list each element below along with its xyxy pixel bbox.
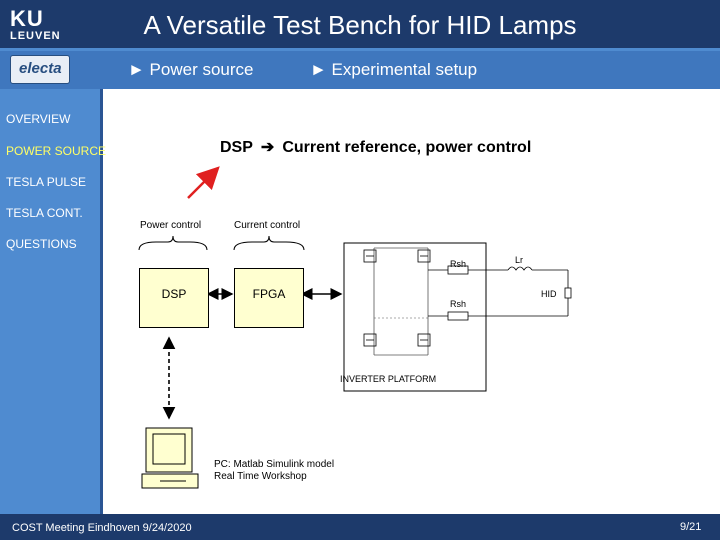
rsh-bottom-label: Rsh (450, 299, 467, 309)
inverter-platform (343, 242, 487, 392)
inverter-platform-label: INVERTER PLATFORM (340, 374, 437, 384)
fpga-block-label: FPGA (252, 287, 286, 301)
heading-dsp: DSP (220, 139, 253, 156)
footer-meeting-text: COST Meeting Eindhoven 9/24/2020 (12, 522, 192, 534)
ku-leuven-logo: KU LEUVEN (6, 6, 76, 44)
header-bar (0, 0, 720, 50)
pc-description-line-2: Real Time Workshop (214, 471, 307, 482)
sidebar-edge (100, 89, 103, 514)
content-heading: DSP ➔ Current reference, power control (220, 137, 531, 157)
logo-line-2: LEUVEN (10, 30, 61, 42)
pc-description-line-1: PC: Matlab Simulink model (214, 459, 335, 470)
pc-computer-icon (141, 427, 199, 489)
breadcrumb-experimental-setup[interactable]: ► Experimental setup (310, 60, 478, 79)
logo-line-1: KU (10, 6, 44, 31)
power-control-brace (138, 235, 208, 251)
switch-top-right (417, 249, 431, 263)
shunt-resistor-bottom (447, 311, 469, 321)
rsh-top-label: Rsh (450, 259, 467, 269)
power-control-label: Power control (140, 220, 202, 231)
hid-label: HID (541, 289, 557, 299)
current-control-brace (233, 235, 305, 251)
electa-logo: electa (10, 55, 70, 84)
red-pointer-arrow (187, 166, 220, 199)
footer-bar (0, 514, 720, 540)
breadcrumb-power-source[interactable]: ► Power source (128, 60, 254, 79)
dsp-block-label: DSP (161, 287, 187, 301)
page-number: 9/21 (680, 521, 702, 533)
switch-bottom-left (363, 333, 377, 347)
sidebar-item-tesla-pulse[interactable]: TESLA PULSE (6, 175, 87, 189)
subheader-bar (0, 51, 720, 89)
sidebar-item-power-source[interactable]: POWER SOURCE (6, 144, 107, 158)
sidebar-item-overview[interactable]: OVERVIEW (6, 112, 71, 126)
dsp-block: DSP (139, 268, 209, 328)
sidebar-item-tesla-cont[interactable]: TESLA CONT. (6, 206, 83, 220)
sidebar-item-questions[interactable]: QUESTIONS (6, 237, 77, 251)
switch-bottom-right (417, 333, 431, 347)
right-arrow-icon: ➔ (260, 139, 275, 156)
inductor-lr (507, 266, 533, 271)
switch-top-left (363, 249, 377, 263)
fpga-block: FPGA (234, 268, 304, 328)
slide-title: A Versatile Test Bench for HID Lamps (143, 10, 577, 40)
heading-description: Current reference, power control (282, 139, 532, 156)
hid-lamp-symbol (564, 287, 572, 299)
sidebar (0, 89, 100, 514)
header-divider (0, 48, 720, 51)
current-control-label: Current control (234, 220, 301, 231)
lr-label: Lr (515, 255, 524, 265)
electa-logo-text: electa (19, 60, 62, 77)
